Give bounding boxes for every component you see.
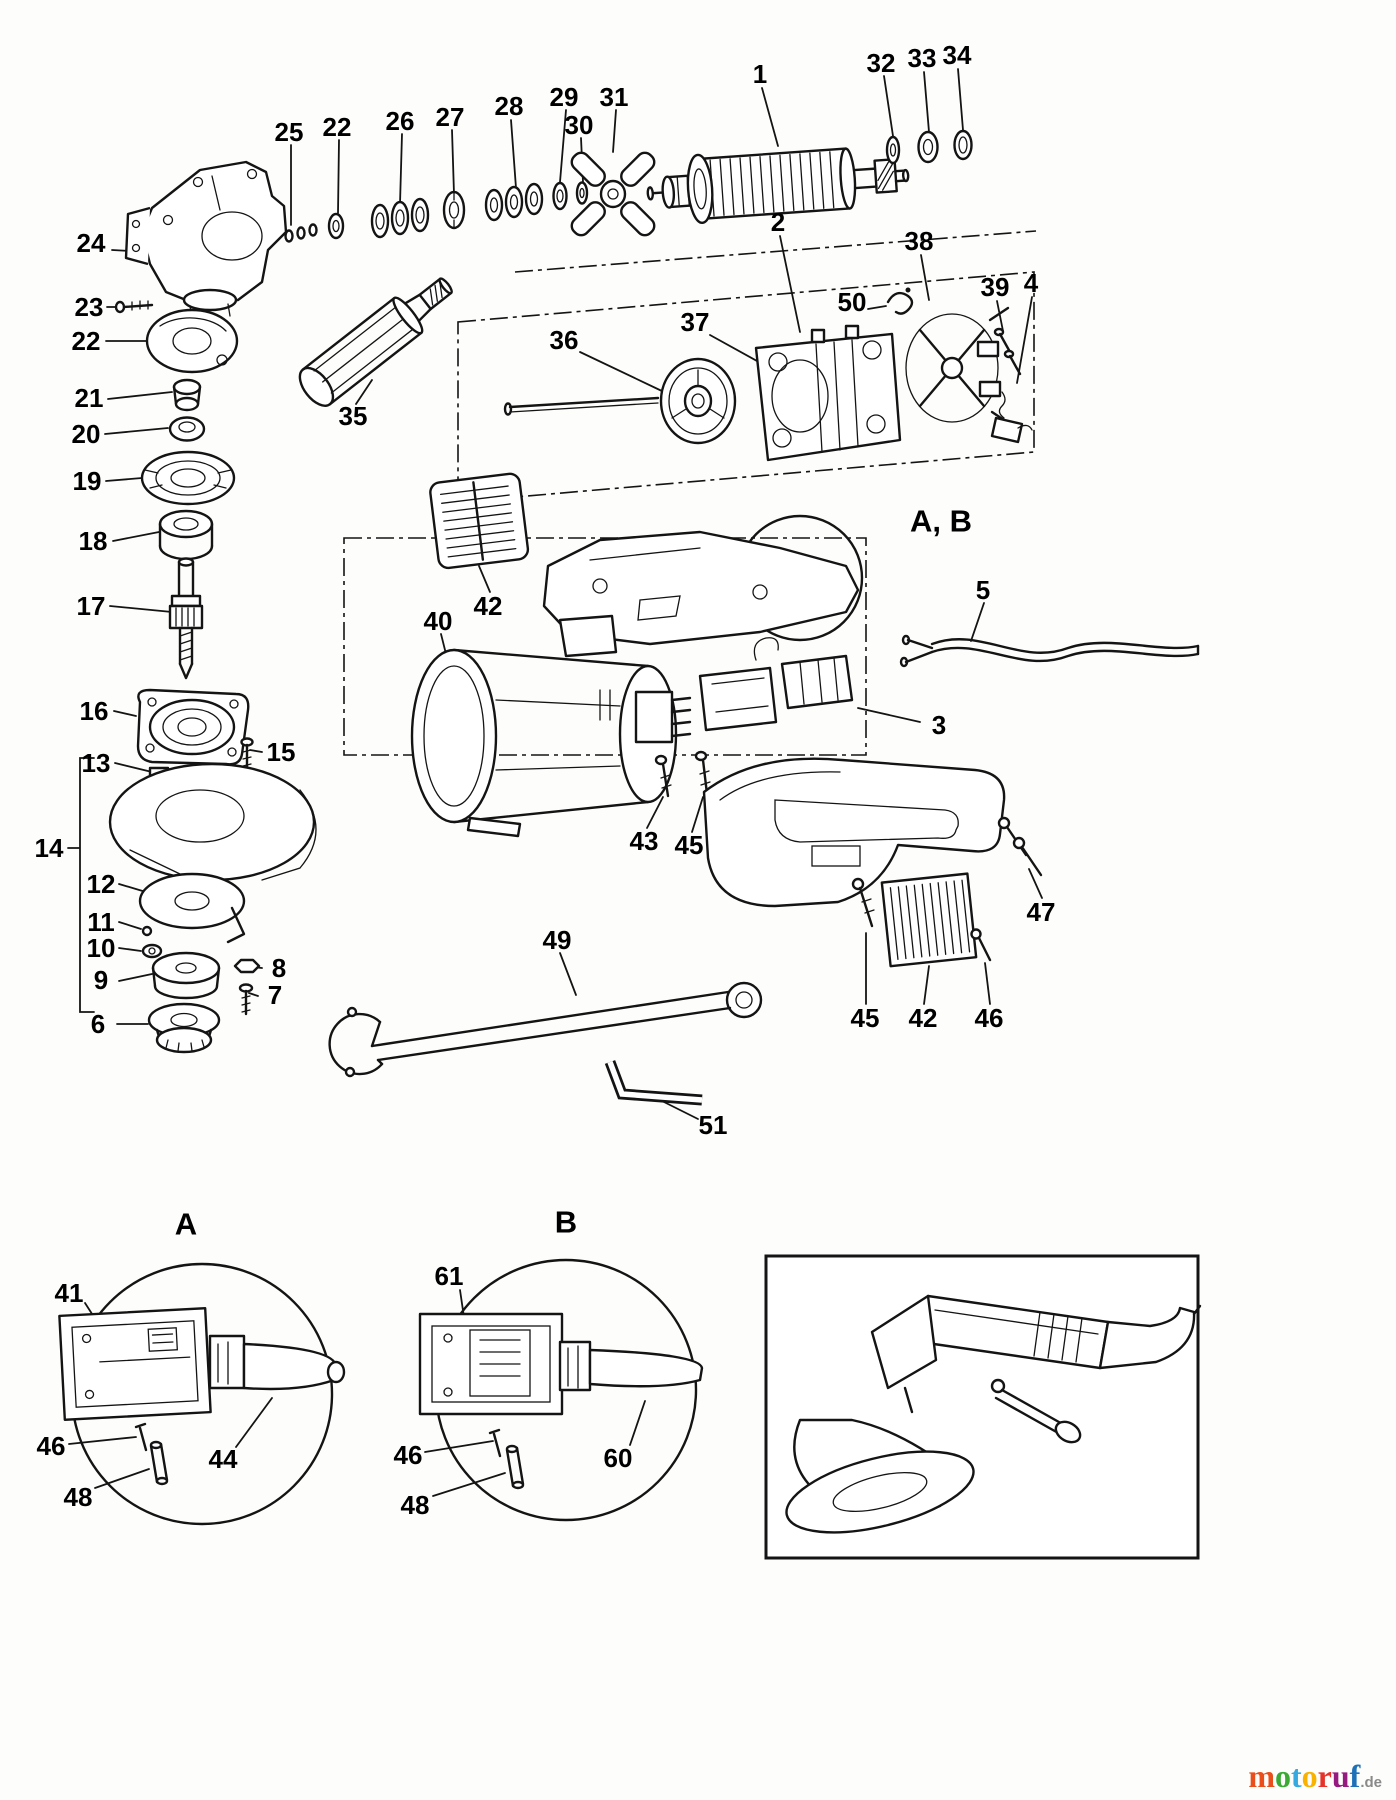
part-callout-42: 42 bbox=[908, 1003, 938, 1033]
part-callout-5: 5 bbox=[975, 575, 991, 605]
motoruf-logo[interactable]: motoruf.de bbox=[1248, 1760, 1382, 1792]
part-callout-41: 41 bbox=[54, 1278, 84, 1308]
part-callout-35: 35 bbox=[338, 401, 368, 431]
part-callout-6: 6 bbox=[90, 1009, 106, 1039]
logo-letter: m bbox=[1248, 1758, 1275, 1794]
part-callout-47: 47 bbox=[1026, 897, 1056, 927]
part-callout-20: 20 bbox=[71, 419, 101, 449]
part-callout-A: A bbox=[174, 1206, 198, 1242]
part-callout-2: 2 bbox=[770, 207, 786, 237]
logo-letter: t bbox=[1291, 1758, 1302, 1794]
part-callout-50: 50 bbox=[837, 287, 867, 317]
part-callout-42: 42 bbox=[473, 591, 503, 621]
detail-b-art bbox=[418, 1258, 704, 1522]
spindle-column-art bbox=[136, 308, 254, 770]
part-callout-12: 12 bbox=[86, 869, 116, 899]
part-callout-B: B bbox=[554, 1204, 578, 1240]
part-callout-13: 13 bbox=[81, 748, 111, 778]
wrench-art bbox=[328, 981, 763, 1078]
part-callout-15: 15 bbox=[266, 737, 296, 767]
part-callout-30: 30 bbox=[564, 110, 594, 140]
part-callout-45: 45 bbox=[674, 830, 704, 860]
armature-axis-art bbox=[284, 129, 973, 243]
cord-art bbox=[899, 634, 1200, 668]
side-handle-art bbox=[298, 277, 453, 407]
part-callout-40: 40 bbox=[423, 606, 453, 636]
part-callout-31: 31 bbox=[599, 82, 629, 112]
part-callout-21: 21 bbox=[74, 383, 104, 413]
part-callout-9: 9 bbox=[93, 965, 109, 995]
part-callout-3: 3 bbox=[931, 710, 947, 740]
logo-letter: r bbox=[1317, 1758, 1332, 1794]
part-callout-25: 25 bbox=[274, 117, 304, 147]
part-callout-61: 61 bbox=[434, 1261, 464, 1291]
part-callout-43: 43 bbox=[629, 826, 659, 856]
part-callout-34: 34 bbox=[942, 40, 972, 70]
logo-letter: u bbox=[1331, 1758, 1350, 1794]
part-callout-48: 48 bbox=[400, 1490, 430, 1520]
part-callout-28: 28 bbox=[494, 91, 524, 121]
motoruf-logo-letters: motoruf bbox=[1248, 1758, 1360, 1794]
part-callout-51: 51 bbox=[698, 1110, 728, 1140]
logo-letter: f bbox=[1349, 1758, 1361, 1794]
part-callout-24: 24 bbox=[76, 228, 106, 258]
part-callout-11: 11 bbox=[87, 907, 115, 937]
part-callout-19: 19 bbox=[72, 466, 102, 496]
part-callout-38: 38 bbox=[904, 226, 934, 256]
part-callout-8: 8 bbox=[271, 953, 287, 983]
part-callout-44: 44 bbox=[208, 1444, 238, 1474]
part-callout-22: 22 bbox=[322, 112, 352, 142]
part-callout-29: 29 bbox=[549, 82, 579, 112]
part-callout-48: 48 bbox=[63, 1482, 93, 1512]
part-callout-45: 45 bbox=[850, 1003, 880, 1033]
part-callout-18: 18 bbox=[78, 526, 108, 556]
part-callout-37: 37 bbox=[680, 307, 710, 337]
part-callout-27: 27 bbox=[435, 102, 465, 132]
logo-letter: o bbox=[1275, 1758, 1291, 1794]
part-callout-4: 4 bbox=[1023, 268, 1039, 298]
part-callout-26: 26 bbox=[385, 106, 415, 136]
field-assembly-art bbox=[503, 287, 1033, 462]
reference-boxes bbox=[343, 230, 1037, 756]
logo-letter: o bbox=[1301, 1758, 1318, 1794]
part-callout-49: 49 bbox=[542, 925, 572, 955]
hex-key-art bbox=[604, 1060, 703, 1106]
mid-assembly-art bbox=[410, 472, 860, 838]
rear-handle-art bbox=[702, 757, 1043, 968]
part-callout-33: 33 bbox=[907, 43, 937, 73]
part-callout-A-B: A, B bbox=[910, 503, 972, 539]
product-inset-art bbox=[764, 1254, 1202, 1560]
part-callout-39: 39 bbox=[980, 272, 1010, 302]
part-callout-16: 16 bbox=[79, 696, 109, 726]
part-callout-14: 14 bbox=[34, 833, 64, 863]
part-callout-10: 10 bbox=[86, 933, 116, 963]
part-callout-23: 23 bbox=[74, 292, 104, 322]
part-callout-1: 1 bbox=[752, 59, 768, 89]
part-callout-7: 7 bbox=[267, 980, 283, 1010]
guard-group-art bbox=[108, 762, 317, 1054]
part-callout-46: 46 bbox=[36, 1431, 66, 1461]
part-callout-22: 22 bbox=[71, 326, 101, 356]
part-callout-46: 46 bbox=[974, 1003, 1004, 1033]
part-callout-60: 60 bbox=[603, 1443, 633, 1473]
part-callout-17: 17 bbox=[76, 591, 106, 621]
part-callout-32: 32 bbox=[866, 48, 896, 78]
part-callout-46: 46 bbox=[393, 1440, 423, 1470]
detail-a-art bbox=[58, 1262, 346, 1526]
gear-housing-art bbox=[114, 160, 288, 319]
part-callout-36: 36 bbox=[549, 325, 579, 355]
logo-suffix: .de bbox=[1360, 1774, 1382, 1791]
